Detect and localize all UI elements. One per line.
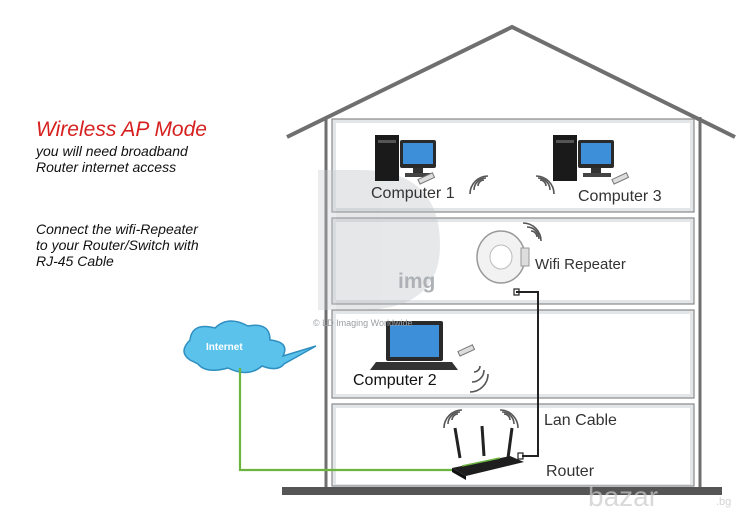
bazar-domain-suffix: .bg [716,496,732,508]
img-watermark-logo [318,170,440,310]
bazar-watermark: bazar [588,481,659,512]
computer-3-label: Computer 3 [578,188,662,205]
mode-title: Wireless AP Mode [36,118,207,141]
computer-2-laptop-icon [370,321,458,370]
img-watermark-text: img [398,270,436,293]
instruction-line-2: to your Router/Switch with [36,237,199,253]
computer-1-label: Computer 1 [371,185,455,202]
internet-label: Internet [206,342,243,353]
subtitle-line-1: you will need broadband [36,143,188,159]
ground-line [282,487,722,495]
router-label: Router [546,463,595,480]
router-icon [452,425,524,480]
wifi-repeater-label: Wifi Repeater [535,256,626,273]
subtitle-line-2: Router internet access [36,159,177,175]
wifi-signal-icon [443,175,555,429]
computer-2-label: Computer 2 [353,372,437,389]
internet-cable [238,368,452,472]
wifi-repeater-icon [476,230,530,284]
usb-wifi-adapter-icon [417,172,630,357]
house-roof [286,24,736,139]
copyright-watermark: © LD Imaging Worldwide [313,318,413,328]
instruction-line-3: RJ-45 Cable [36,253,114,269]
internet-cloud-icon [183,320,317,374]
computer-1-icon [375,135,436,181]
computer-3-icon [553,135,614,181]
lan-cable-line [516,291,539,457]
instruction-line-1: Connect the wifi-Repeater [36,221,198,237]
lan-cable-label: Lan Cable [544,412,617,429]
